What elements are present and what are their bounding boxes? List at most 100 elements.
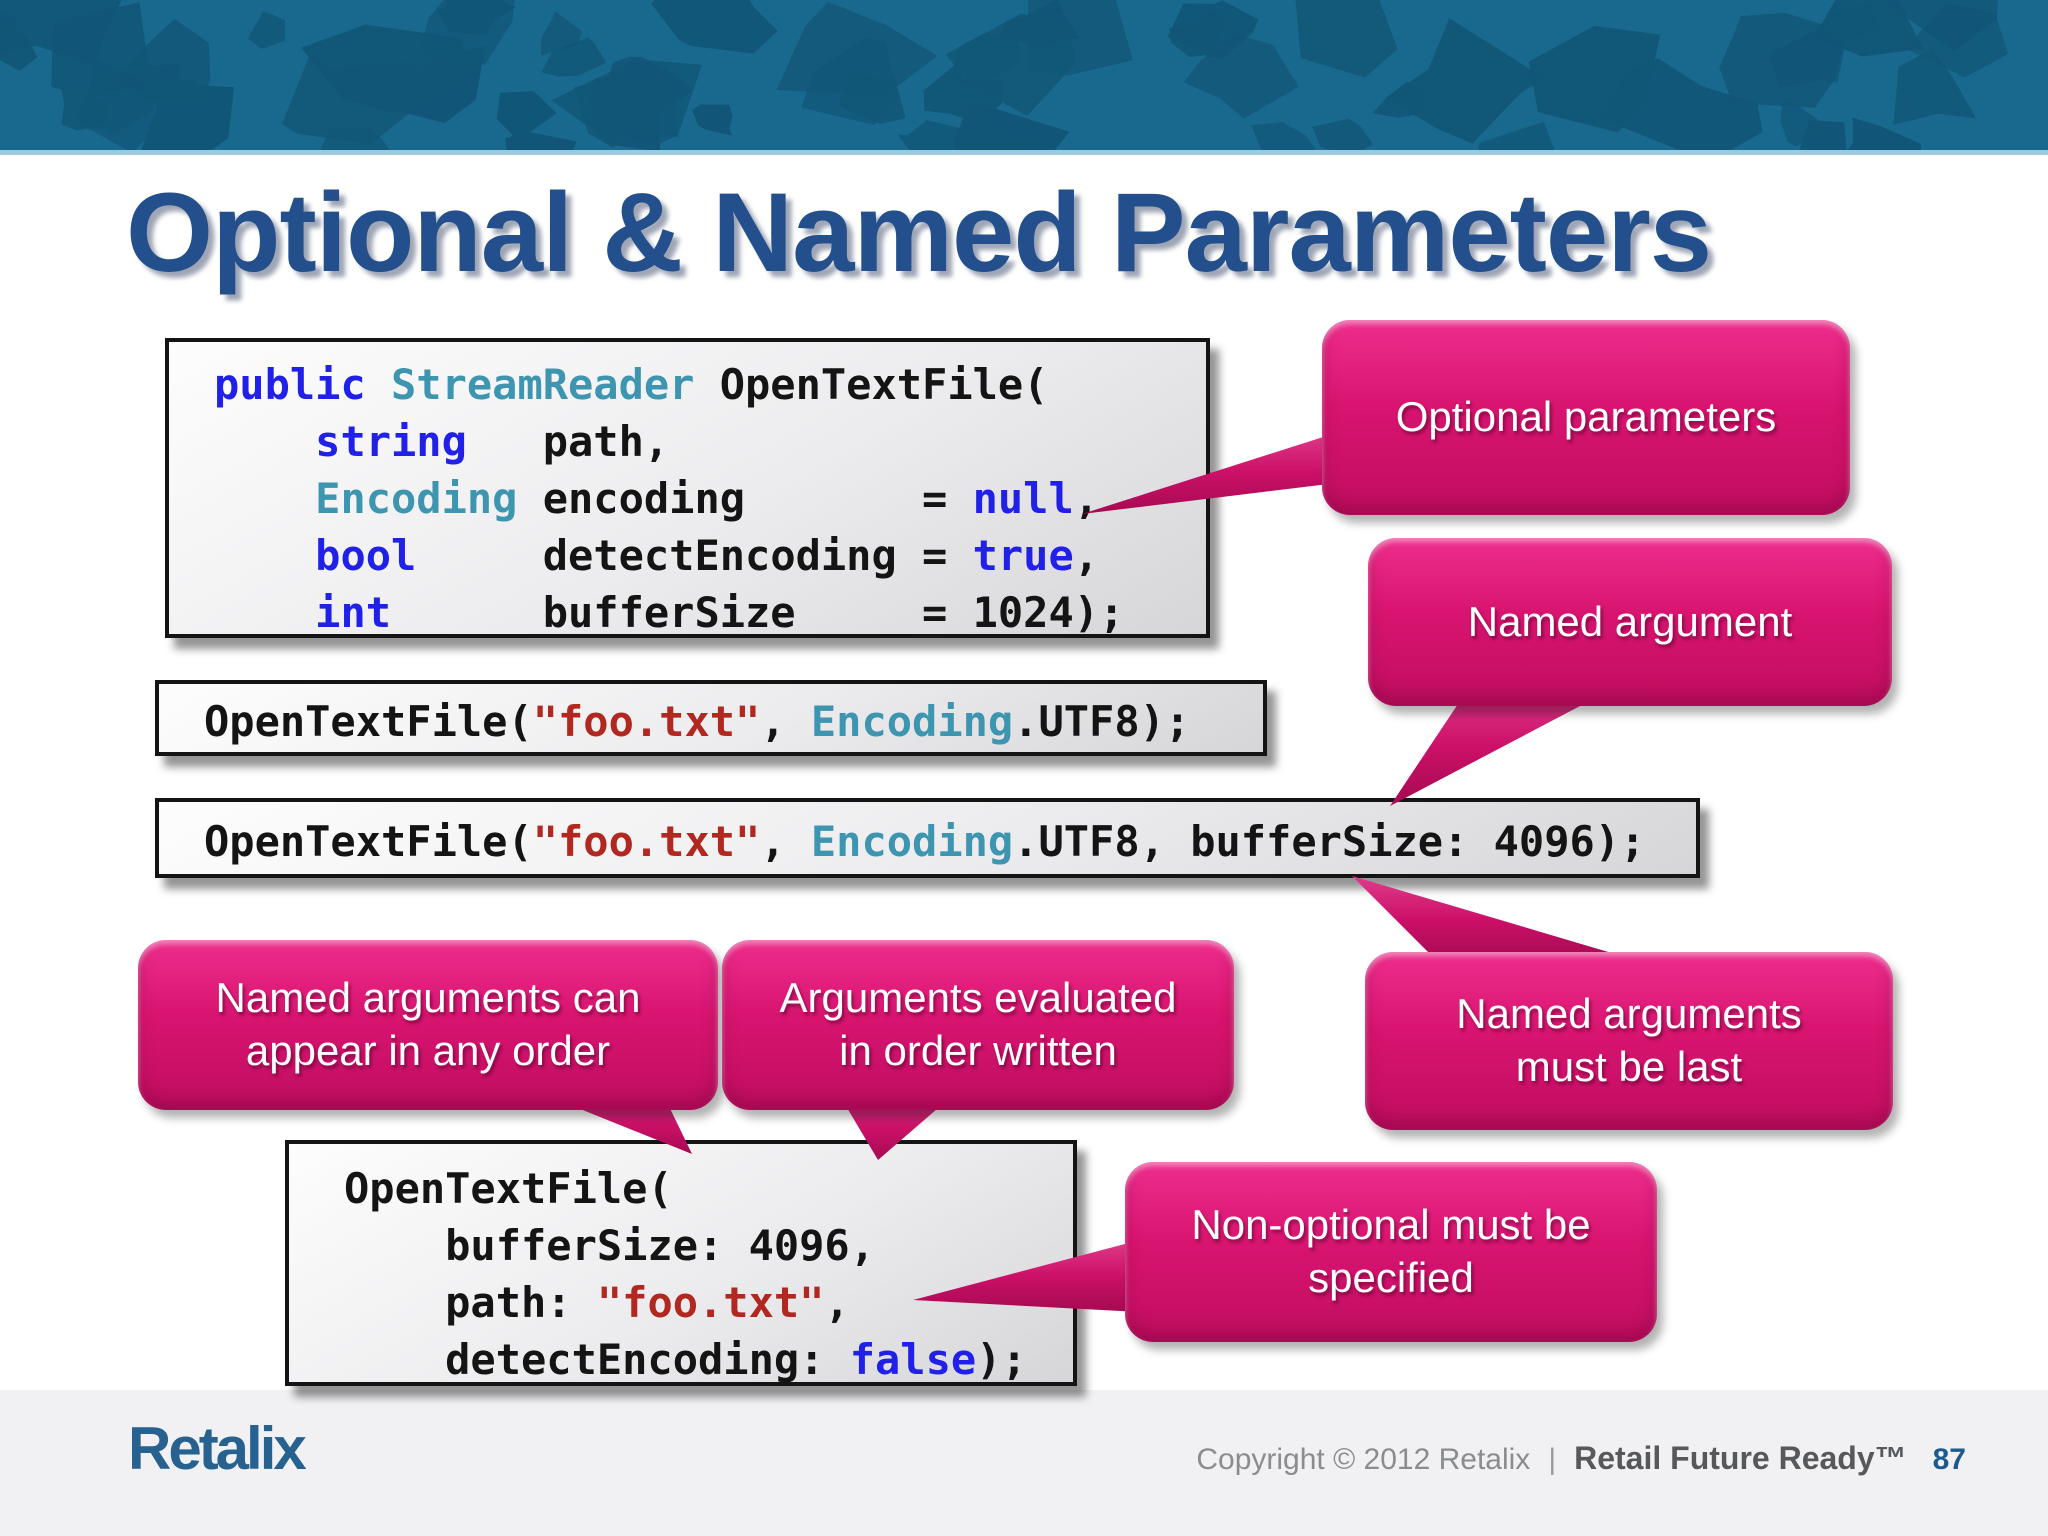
copyright-text: Copyright © 2012 Retalix [1196, 1443, 1531, 1476]
code-token: OpenTextFile( [204, 697, 533, 746]
code-line: detectEncoding: false); [344, 1331, 1073, 1388]
code-token: , [1073, 531, 1100, 580]
code-token: detectEncoding = [416, 531, 973, 580]
code-token: detectEncoding: [344, 1335, 850, 1384]
code-token: "foo.txt" [532, 697, 761, 746]
code-token: OpenTextFile( [344, 1164, 673, 1213]
code-line: bufferSize: 4096, [344, 1217, 1073, 1274]
code-token: Encoding [810, 697, 1014, 746]
callout-label-line: Optional parameters [1395, 393, 1777, 441]
banner-camo-shape [1887, 0, 1998, 51]
callout-label-line: Non-optional must be [1191, 1201, 1591, 1249]
code-token: , [1073, 474, 1100, 523]
page-title: Optional & Named Parameters [126, 170, 1712, 295]
code-token: false [849, 1335, 977, 1384]
code-token: string [315, 417, 467, 466]
banner-camo-shape [1295, 0, 1398, 78]
banner-camo-shape [1251, 122, 1317, 150]
banner-camo-shape [1893, 48, 1977, 125]
code-token: null [972, 474, 1074, 523]
banner-camo-shape [897, 120, 967, 150]
code-line: bool detectEncoding = true, [214, 527, 1206, 584]
code-token: public [214, 360, 366, 409]
callout-named-argument: Named argument [1368, 538, 1892, 706]
footer: Retalix Copyright © 2012 Retalix | Retai… [0, 1390, 2048, 1536]
banner-camo-shape [945, 13, 1075, 117]
banner-camo-shape [1385, 18, 1545, 144]
banner-camo-shape [541, 11, 582, 56]
banner-camo-shape [960, 123, 1032, 150]
code-line: Encoding encoding = null, [214, 470, 1206, 527]
tagline-text: Retail Future Ready™ [1574, 1440, 1907, 1476]
code-token: bufferSize: 4096, [344, 1221, 876, 1270]
code-token: "foo.txt" [596, 1278, 825, 1327]
banner-camo-shape [1768, 27, 1845, 88]
code-token: bufferSize = 1024); [391, 588, 1125, 637]
callout-label-line: must be last [1515, 1043, 1743, 1090]
banner-camo-shape [1528, 25, 1661, 133]
code-token: OpenTextFile( [204, 817, 533, 866]
code-line: int bufferSize = 1024); [214, 584, 1206, 641]
callout-label-line: in order written [839, 1027, 1117, 1074]
banner-camo-shape [801, 37, 898, 125]
code-line: OpenTextFile( [344, 1160, 1073, 1217]
callout-label-line: appear in any order [245, 1027, 611, 1074]
callout-label-line: Arguments evaluated [779, 974, 1177, 1022]
banner-camo-shape [692, 104, 733, 136]
code-token [214, 474, 315, 523]
code-token: path, [466, 417, 670, 466]
banner-camo-shape [420, 0, 515, 70]
footer-right-group: Copyright © 2012 Retalix | Retail Future… [1196, 1440, 1966, 1477]
code-token: Encoding [810, 817, 1014, 866]
code-token: OpenTextFile( [694, 360, 1049, 409]
code-token: "foo.txt" [532, 817, 761, 866]
code-block-positional-call: OpenTextFile("foo.txt", Encoding.UTF8); [155, 680, 1267, 756]
banner-camo-shape [0, 0, 122, 66]
retalix-logo: Retalix [128, 1415, 307, 1482]
banner-camo-shape [1819, 2, 1879, 40]
footer-separator: | [1548, 1443, 1557, 1476]
code-token [214, 417, 315, 466]
code-token: , [760, 697, 811, 746]
code-token: ); [976, 1335, 1027, 1384]
code-line: OpenTextFile("foo.txt", Encoding.UTF8, b… [204, 813, 1696, 870]
code-token: StreamReader [391, 360, 695, 409]
banner-camo-shape [247, 11, 286, 49]
callout-label-line: Named argument [1467, 597, 1793, 645]
banner-camo-shape [1799, 120, 1847, 150]
code-token: , [824, 1278, 850, 1327]
banner-camo-shape [496, 90, 557, 141]
code-line: public StreamReader OpenTextFile( [214, 356, 1206, 413]
tail-must-be-last [1352, 876, 1642, 962]
code-token: , [760, 817, 811, 866]
banner-camo-shape [1312, 118, 1374, 150]
code-block-all-named-call: OpenTextFile( bufferSize: 4096, path: "f… [285, 1140, 1077, 1386]
banner-pattern [0, 0, 2048, 155]
banner-camo-shape [141, 83, 235, 150]
banner-camo-shape [1847, 117, 1921, 150]
code-token: encoding = [517, 474, 973, 523]
banner-camo-shape [551, 59, 703, 146]
code-token: bool [315, 531, 417, 580]
callout-label-line: Named arguments can [215, 974, 641, 1022]
banner-camo-shape [541, 37, 607, 77]
banner-camo-shape [923, 63, 1003, 124]
code-token: true [972, 531, 1074, 580]
callout-eval-order: Arguments evaluated in order written [722, 940, 1234, 1110]
code-line: string path, [214, 413, 1206, 470]
banner-camo-shape [651, 0, 778, 54]
callout-label-line: specified [1308, 1254, 1474, 1301]
callout-non-optional: Non-optional must be specified [1125, 1162, 1657, 1342]
code-token: Encoding [315, 474, 518, 523]
code-token [214, 531, 315, 580]
code-token [214, 588, 315, 637]
code-token: .UTF8, bufferSize: 4096); [1013, 817, 1646, 866]
code-token [366, 360, 391, 409]
code-token: path: [344, 1278, 597, 1327]
page-number: 87 [1932, 1443, 1966, 1476]
banner-camo-svg [0, 0, 2048, 150]
code-line: OpenTextFile("foo.txt", Encoding.UTF8); [204, 693, 1263, 750]
callout-optional-parameters: Optional parameters [1322, 320, 1850, 515]
